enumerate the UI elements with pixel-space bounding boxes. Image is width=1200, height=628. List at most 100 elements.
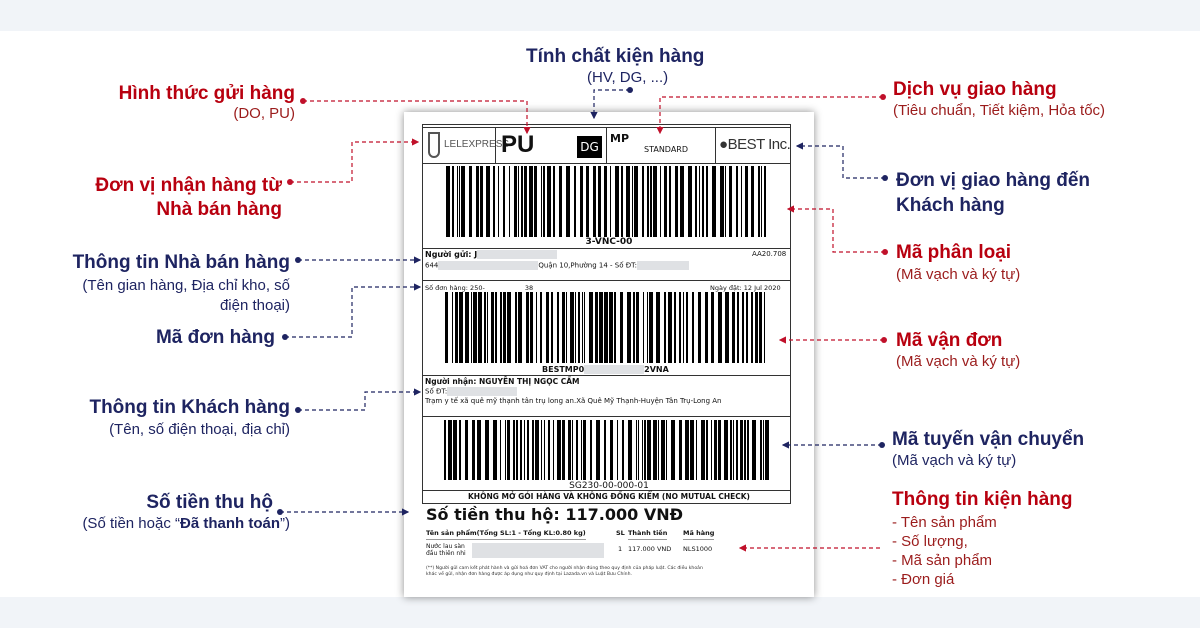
cod-subtitle-bold: Đã thanh toán (180, 515, 280, 532)
sender-row (422, 248, 791, 281)
barcode-bar (658, 420, 659, 480)
barcode-bar (669, 166, 671, 237)
barcode-bar (696, 420, 697, 480)
barcode-bar (540, 292, 542, 363)
table-header-qty: SL (616, 529, 625, 537)
pickup-carrier-line2: Nhà bán hàng (156, 199, 282, 220)
barcode-bar (444, 420, 446, 480)
barcode-bar (610, 420, 613, 480)
barcode-bar (644, 420, 646, 480)
barcode-bar (576, 420, 578, 480)
barcode-bar (453, 420, 457, 480)
lel-cell (422, 127, 496, 164)
barcode-bar (647, 420, 651, 480)
barcode-bar (736, 420, 738, 480)
package-info-title: Thông tin kiện hàng (892, 489, 1073, 510)
cod-subtitle-post: ”) (280, 515, 290, 532)
sort-barcode (442, 166, 772, 237)
barcode-bar (544, 420, 545, 480)
barcode-bar (535, 420, 539, 480)
barcode-bar (524, 166, 527, 237)
best-logo-text: BEST Inc. (727, 136, 791, 153)
barcode-bar (590, 420, 592, 480)
barcode-bar (690, 420, 694, 480)
package-info-item: - Tên sản phẩm (892, 514, 997, 531)
barcode-bar (446, 166, 450, 237)
connector-sort-code (786, 205, 885, 253)
barcode-bar (664, 292, 666, 363)
dot (882, 249, 888, 255)
barcode-bar (566, 292, 567, 363)
barcode-bar (660, 166, 661, 237)
barcode-bar (524, 420, 525, 480)
barcode-bar (553, 420, 554, 480)
delivery-service-subtitle: (Tiêu chuẩn, Tiết kiệm, Hỏa tốc) (893, 102, 1106, 119)
barcode-bar (656, 292, 660, 363)
barcode-bar (741, 166, 742, 237)
barcode-bar (486, 166, 490, 237)
barcode-bar (737, 292, 739, 363)
shipping-label: LELEXPRESS PU DG MP STANDARD ●BEST Inc. … (404, 112, 814, 597)
connector-order-code (285, 283, 422, 338)
barcode-bar (469, 166, 472, 237)
barcode-bar (529, 166, 533, 237)
tracking-code-title: Mã vận đơn (896, 330, 1003, 351)
barcode-bar (566, 166, 570, 237)
connector-shipping-method (303, 100, 531, 135)
barcode-bar (575, 292, 576, 363)
barcode-bar (621, 166, 623, 237)
barcode-bar (661, 420, 665, 480)
shipping-method-subtitle: (DO, PU) (233, 105, 295, 122)
barcode-bar (505, 420, 506, 480)
barcode-bar (747, 420, 749, 480)
barcode-bar (688, 166, 692, 237)
barcode-bar (764, 166, 766, 237)
table-header-total: Thành tiền (628, 529, 668, 540)
redaction (438, 261, 539, 270)
barcode-bar (513, 420, 515, 480)
order-label: Số đơn hàng: 250- (425, 284, 485, 292)
lel-logo: LELEXPRESS (444, 139, 510, 150)
barcode-bar (627, 292, 631, 363)
barcode-bar (604, 292, 608, 363)
barcode-bar (664, 166, 667, 237)
barcode-bar (493, 166, 495, 237)
product-qty: 1 (618, 545, 623, 553)
barcode-bar (642, 420, 643, 480)
barcode-bar (500, 292, 502, 363)
barcode-bar (604, 420, 606, 480)
barcode-bar (617, 420, 618, 480)
barcode-bar (711, 292, 714, 363)
tracking-code-subtitle: (Mã vạch và ký tự) (896, 353, 1021, 370)
barcode-bar (472, 420, 475, 480)
barcode-bar (581, 420, 582, 480)
route-code-text: SG230-00-000-01 (569, 481, 649, 491)
barcode-bar (534, 166, 537, 237)
barcode-bar (732, 292, 735, 363)
tracking-barcode (442, 292, 772, 363)
barcode-bar (724, 420, 728, 480)
package-property-title: Tính chất kiện hàng (526, 46, 705, 67)
bottom-band (0, 597, 1200, 628)
barcode-bar (520, 420, 522, 480)
barcode-bar (452, 166, 454, 237)
sort-code-subtitle: (Mã vạch và ký tự) (896, 266, 1021, 283)
barcode-bar (730, 420, 732, 480)
barcode-bar (636, 292, 639, 363)
redaction (472, 543, 604, 558)
connector-pickup-carrier (290, 138, 420, 183)
barcode-bar (526, 292, 529, 363)
delivery-service-title: Dịch vụ giao hàng (893, 79, 1057, 100)
cod-title: Số tiền thu hộ (146, 492, 273, 513)
product-name-line1: Nước lau sàn (426, 543, 465, 550)
cod-subtitle: (Số tiền hoặc “Đã thanh toán”) (82, 515, 290, 532)
barcode-bar (647, 166, 649, 237)
shipping-method-title: Hình thức gửi hàng (118, 83, 295, 104)
barcode-bar (720, 166, 724, 237)
pickup-carrier-line1: Đơn vị nhận hàng từ (95, 175, 282, 196)
barcode-bar (638, 420, 639, 480)
connector-package-property (590, 89, 630, 120)
